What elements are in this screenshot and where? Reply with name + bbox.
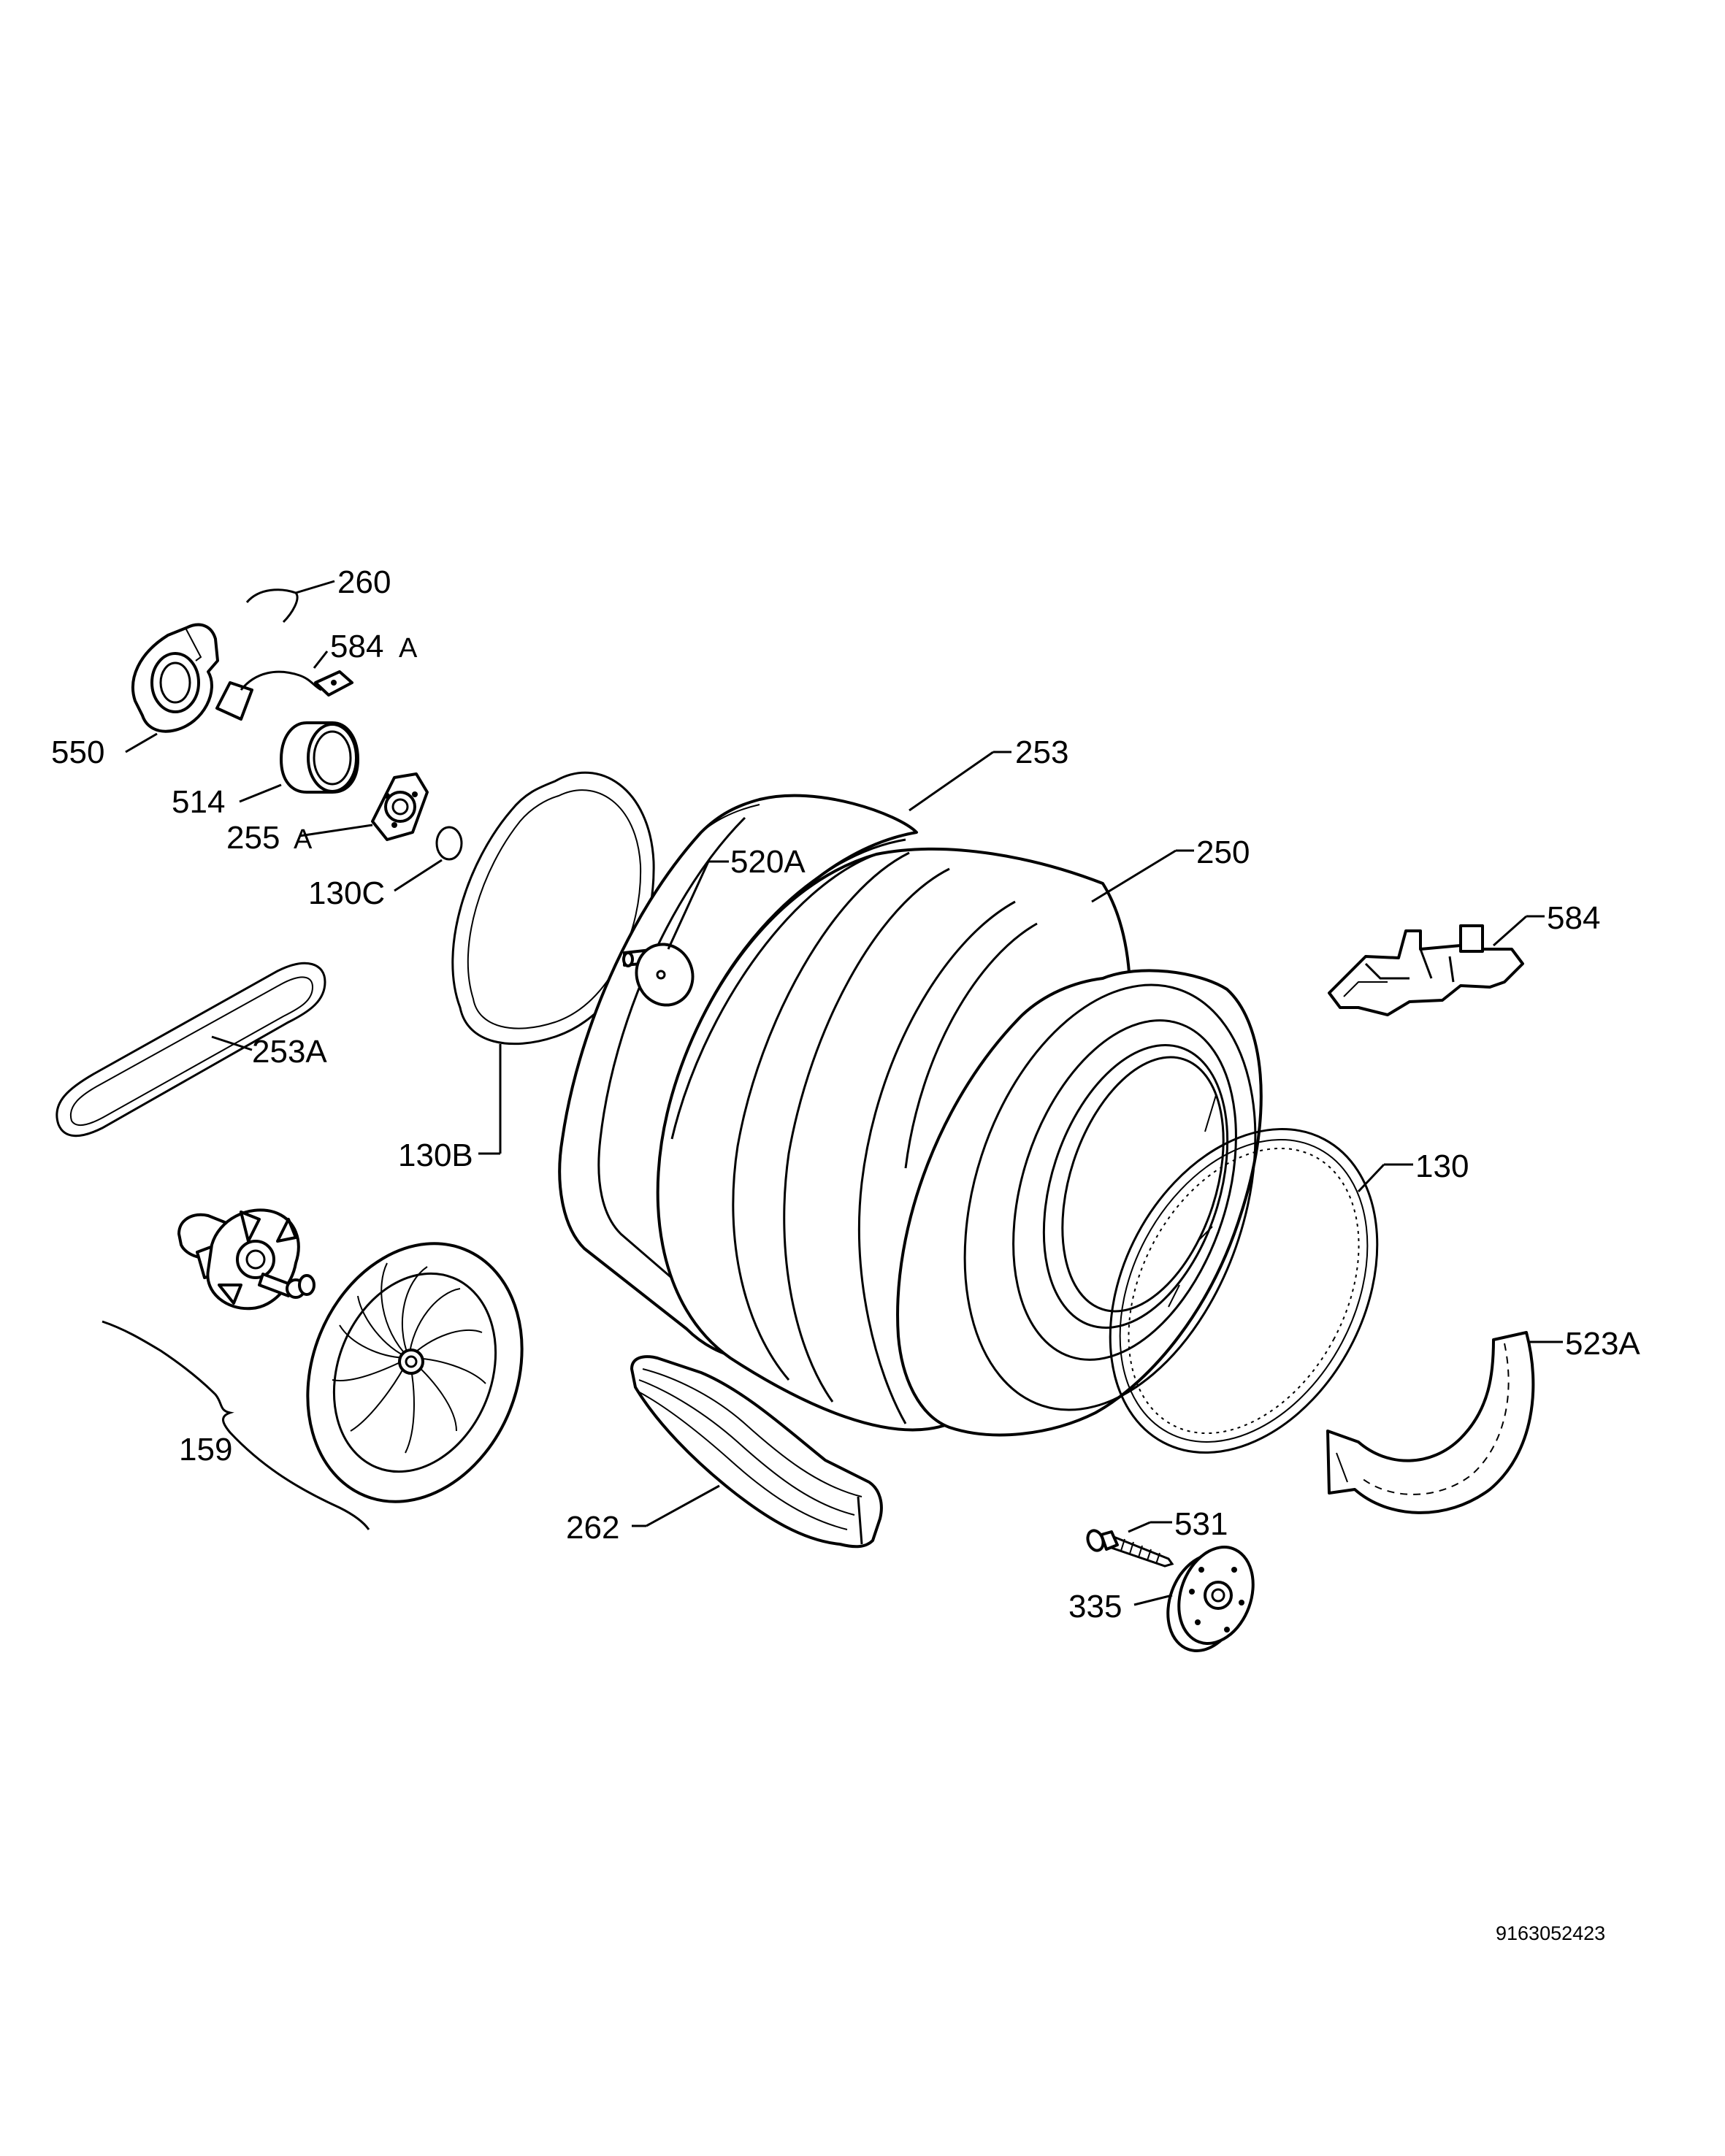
part-523a-felt-strip bbox=[1326, 1331, 1535, 1514]
label-550: 550 bbox=[51, 734, 104, 770]
part-253a-drive-belt bbox=[56, 962, 326, 1138]
label-253: 253 bbox=[1015, 734, 1068, 770]
part-514-bearing-sleeve bbox=[280, 721, 359, 794]
label-130c: 130C bbox=[308, 875, 385, 911]
label-262: 262 bbox=[566, 1510, 619, 1546]
part-159-fan-assembly bbox=[177, 1208, 524, 1503]
label-584a-suffix: A bbox=[399, 633, 418, 664]
label-255a-suffix: A bbox=[294, 824, 313, 855]
part-130b-rear-seal bbox=[451, 771, 655, 1046]
part-520a-drum-shaft bbox=[622, 943, 695, 1007]
label-260: 260 bbox=[337, 564, 391, 600]
part-130-front-felt-seal bbox=[1109, 1128, 1379, 1454]
label-159: 159 bbox=[179, 1432, 232, 1468]
part-260-clip bbox=[245, 588, 299, 624]
label-531: 531 bbox=[1174, 1506, 1228, 1542]
label-520a: 520A bbox=[730, 844, 806, 880]
label-523a: 523A bbox=[1565, 1326, 1640, 1362]
label-250: 250 bbox=[1196, 835, 1250, 870]
part-250-drum bbox=[656, 847, 1263, 1437]
part-262-drum-baffle bbox=[630, 1355, 883, 1549]
label-130b: 130B bbox=[398, 1138, 473, 1173]
label-514: 514 bbox=[172, 784, 225, 820]
drawing-code: 9163052423 bbox=[1496, 1922, 1605, 1944]
part-584-door-switch bbox=[1328, 924, 1524, 1016]
label-255a: 255 bbox=[226, 820, 280, 856]
label-130: 130 bbox=[1415, 1148, 1469, 1184]
part-550-bracket bbox=[131, 623, 219, 733]
part-130c-retaining-ring bbox=[435, 826, 463, 861]
part-335-drum-roller bbox=[1166, 1546, 1255, 1652]
part-531-screw bbox=[1086, 1529, 1174, 1568]
bracket-159 bbox=[102, 1320, 370, 1530]
label-335: 335 bbox=[1068, 1589, 1122, 1624]
label-584a: 584 bbox=[330, 629, 383, 664]
label-253a: 253A bbox=[252, 1034, 327, 1070]
part-255a-bearing-plate bbox=[371, 772, 429, 841]
part-584a-sensor-lead bbox=[215, 670, 353, 721]
label-584: 584 bbox=[1547, 900, 1600, 936]
